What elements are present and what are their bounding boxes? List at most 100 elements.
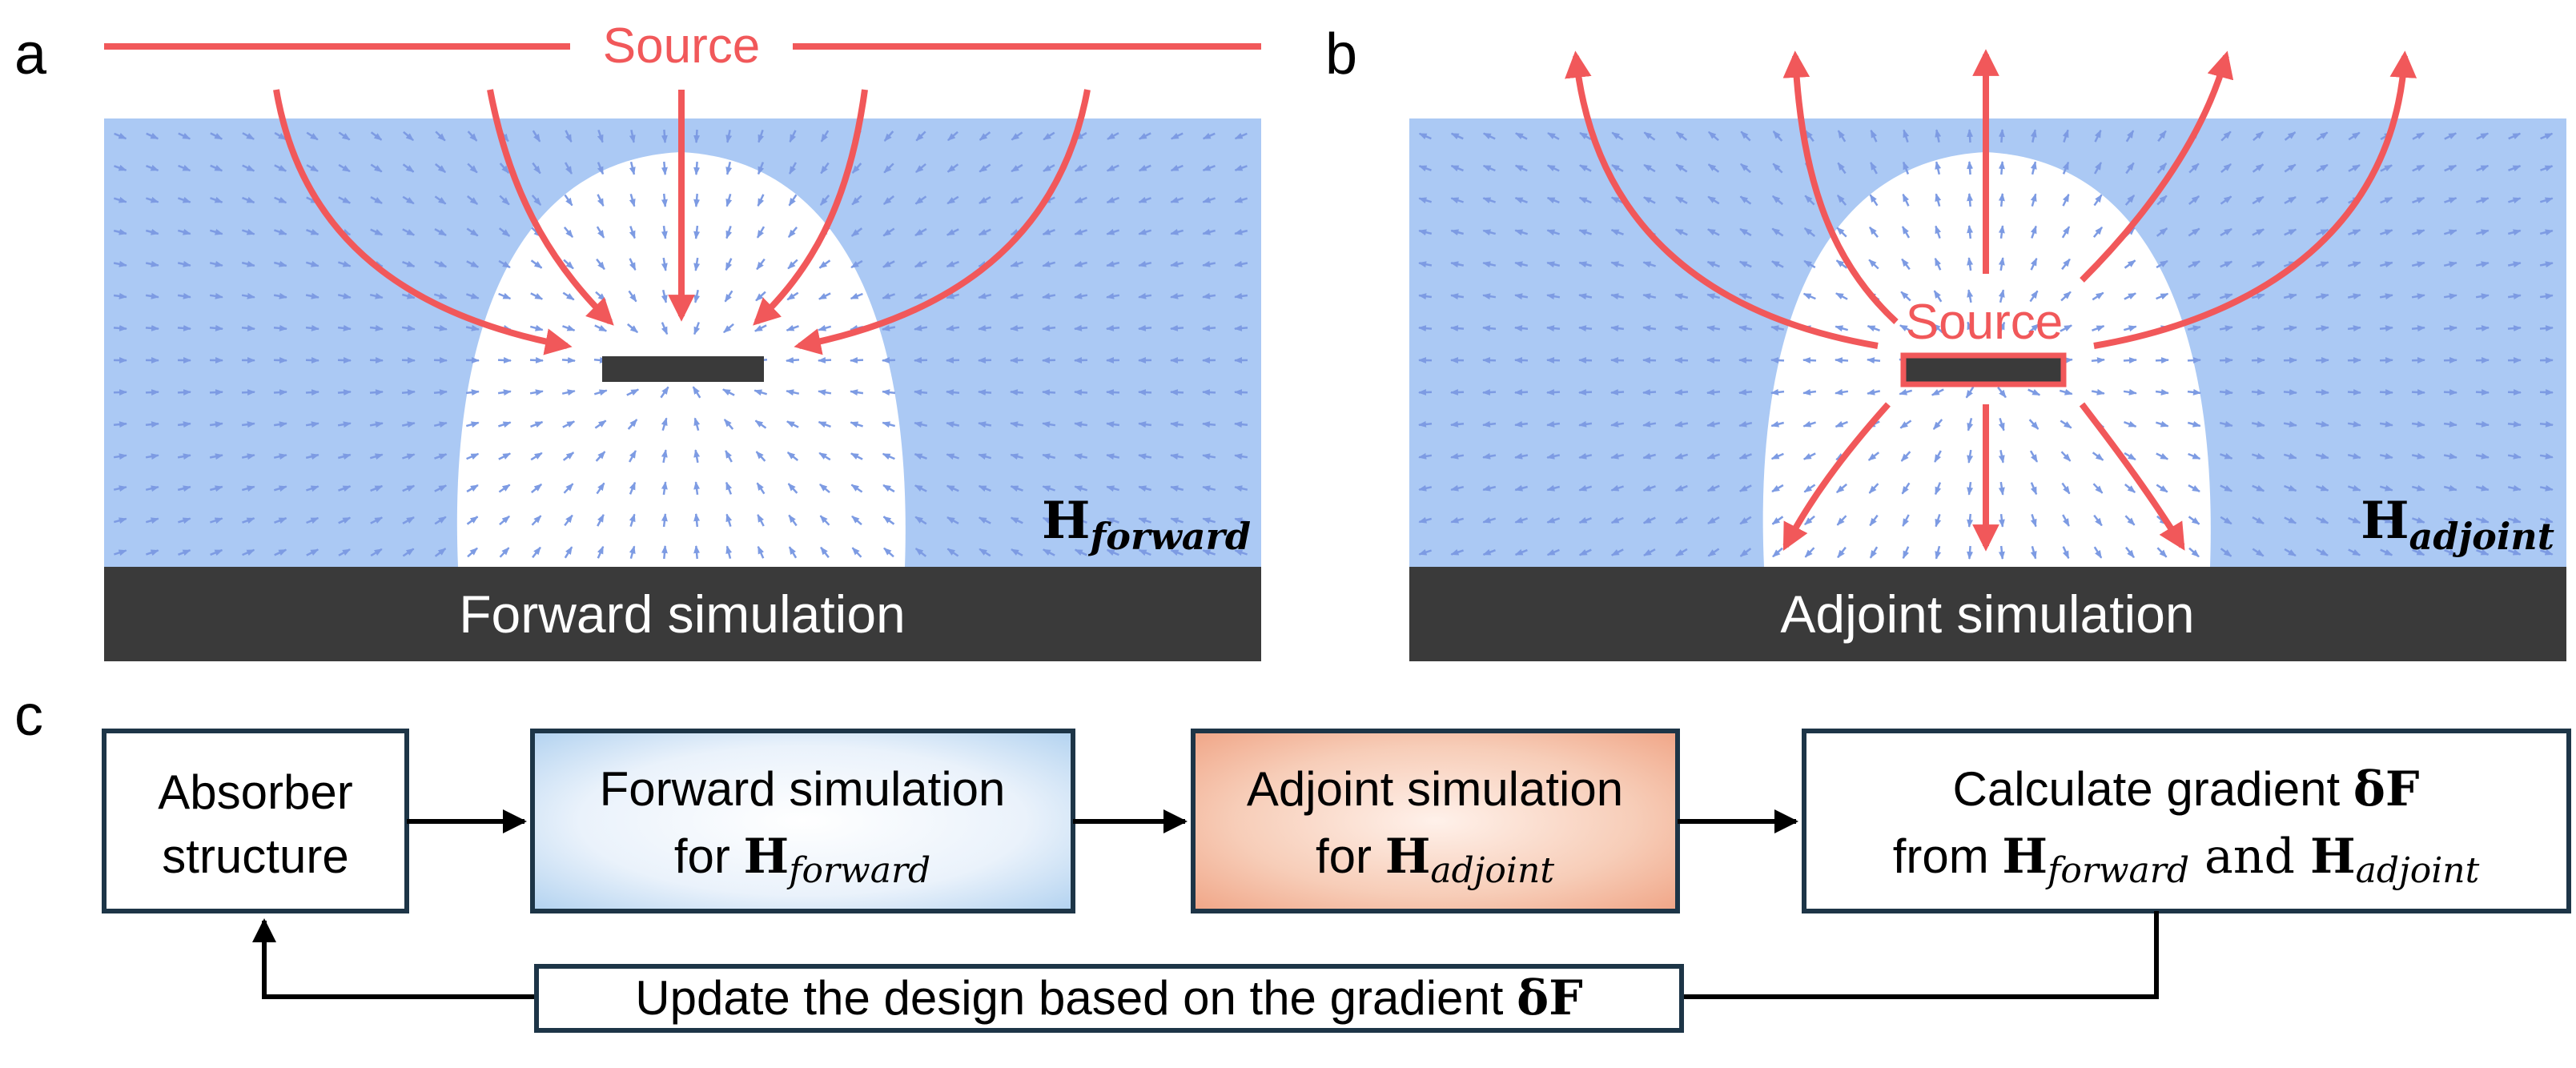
field-vector-icon — [1450, 420, 1465, 428]
field-vector-icon — [978, 453, 992, 460]
field-vector-icon — [114, 549, 127, 556]
field-vector-icon — [1202, 389, 1216, 396]
field-vector-icon — [2092, 227, 2104, 238]
field-vector-icon — [1674, 516, 1688, 524]
field-vector-icon — [946, 548, 959, 557]
field-vector-icon — [1998, 513, 2005, 528]
field-vector-icon — [145, 549, 159, 556]
field-vector-icon — [1074, 292, 1088, 299]
field-vector-icon — [1770, 420, 1785, 428]
field-vector-icon — [786, 389, 800, 396]
feedback-line-right — [1682, 911, 2159, 999]
field-vector-icon — [1106, 228, 1119, 235]
field-vector-icon — [1234, 517, 1248, 524]
field-vector-icon — [1482, 229, 1497, 236]
field-vector-icon — [851, 163, 862, 174]
field-vector-icon — [693, 417, 701, 432]
field-vector-icon — [946, 516, 959, 524]
field-vector-icon — [145, 260, 159, 267]
field-vector-icon — [498, 421, 512, 428]
field-vector-icon — [2220, 452, 2233, 460]
field-vector-icon — [2284, 131, 2297, 141]
field-vector-icon — [757, 514, 765, 527]
field-vector-icon — [1674, 357, 1689, 364]
field-vector-icon — [2123, 357, 2137, 364]
field-vector-icon — [499, 163, 510, 174]
field-vector-icon — [693, 289, 701, 303]
field-vector-icon — [2156, 547, 2168, 558]
field-vector-icon — [241, 292, 255, 299]
field-vector-icon — [2284, 196, 2297, 204]
field-vector-icon — [1138, 485, 1152, 492]
field-vector-icon — [1170, 132, 1184, 140]
field-vector-icon — [627, 323, 638, 334]
field-vector-icon — [1738, 484, 1752, 492]
field-vector-icon — [1043, 131, 1055, 141]
field-vector-icon — [1546, 452, 1561, 460]
field-vector-icon — [1202, 324, 1216, 331]
field-vector-icon — [241, 453, 255, 460]
field-vector-icon — [1202, 132, 1216, 140]
field-vector-icon — [850, 259, 863, 269]
field-vector-icon — [1514, 197, 1528, 204]
field-vector-icon — [1706, 325, 1721, 332]
field-vector-icon — [273, 389, 287, 396]
field-vector-icon — [2093, 514, 2103, 527]
field-vector-icon — [177, 485, 191, 492]
field-vector-icon — [820, 162, 830, 175]
field-vector-icon — [693, 257, 701, 271]
field-vector-icon — [1739, 548, 1752, 557]
field-vector-icon — [209, 324, 223, 331]
field-vector-icon — [1074, 196, 1087, 204]
field-vector-icon — [2316, 548, 2329, 556]
field-vector-icon — [1138, 421, 1152, 428]
field-vector-icon — [499, 547, 510, 558]
flow-arrows — [252, 809, 2159, 999]
field-vector-icon — [818, 259, 831, 269]
field-vector-icon — [1998, 193, 2005, 207]
field-vector-icon — [2443, 229, 2457, 236]
field-vector-icon — [434, 516, 447, 525]
field-vector-icon — [273, 260, 287, 267]
field-vector-icon — [2316, 163, 2329, 173]
field-vector-icon — [2379, 388, 2393, 395]
field-vector-icon — [2252, 260, 2265, 268]
field-vector-icon — [2539, 484, 2554, 492]
field-vector-icon — [850, 356, 864, 363]
field-vector-icon — [1546, 420, 1561, 428]
field-vector-icon — [1967, 193, 1974, 207]
field-vector-icon — [1170, 517, 1184, 524]
field-vector-icon — [274, 517, 287, 524]
field-vector-icon — [1772, 130, 1783, 142]
field-vector-icon — [532, 162, 541, 175]
field-vector-icon — [337, 421, 352, 428]
field-vector-icon — [2283, 293, 2297, 300]
field-vector-icon — [369, 421, 384, 428]
field-vector-icon — [146, 132, 159, 140]
field-vector-icon — [1042, 421, 1056, 428]
field-vector-icon — [145, 389, 159, 396]
field-vector-icon — [1514, 388, 1529, 395]
panel-b-source-label: Source — [1906, 295, 2063, 350]
field-vector-icon — [2348, 164, 2361, 172]
field-vector-icon — [723, 323, 734, 334]
field-vector-icon — [2507, 452, 2522, 460]
field-vector-icon — [1967, 129, 1974, 143]
field-vector-icon — [661, 193, 668, 207]
panel-a-caption-bar — [104, 567, 1261, 661]
field-vector-icon — [402, 228, 416, 236]
field-vector-icon — [114, 164, 127, 171]
field-vector-icon — [661, 322, 669, 335]
field-vector-icon — [661, 481, 668, 496]
field-vector-icon — [1931, 388, 1944, 396]
field-vector-icon — [1770, 325, 1785, 332]
field-vector-icon — [2030, 257, 2038, 271]
field-vector-icon — [1967, 225, 1974, 239]
field-vector-icon — [1998, 129, 2005, 143]
field-vector-icon — [1202, 517, 1216, 524]
field-vector-icon — [1835, 420, 1848, 428]
field-vector-icon — [2156, 163, 2168, 174]
field-vector-icon — [401, 324, 416, 331]
field-vector-icon — [692, 386, 701, 399]
field-vector-icon — [914, 548, 927, 557]
